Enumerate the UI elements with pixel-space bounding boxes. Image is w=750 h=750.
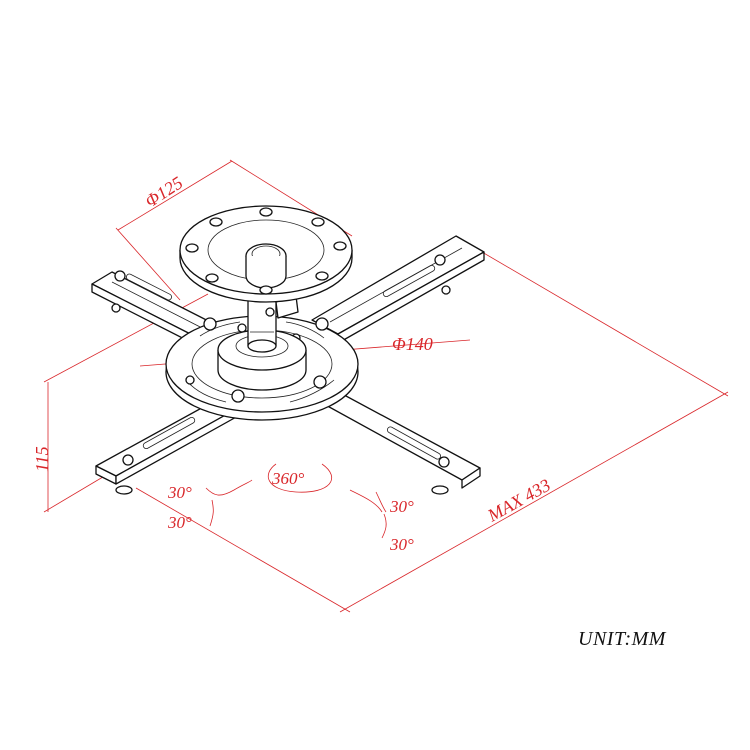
tilt-left-up-label: 30° xyxy=(167,483,192,502)
flange-diameter-label: Φ125 xyxy=(141,172,186,211)
height-label: 115 xyxy=(32,446,52,472)
unit-label: UNIT:MM xyxy=(578,628,666,650)
tilt-right-down-label: 30° xyxy=(389,535,414,554)
tilt-right-up-label: 30° xyxy=(389,497,414,516)
plate-diameter-label: Φ140 xyxy=(392,334,433,354)
dimension-lines xyxy=(43,159,729,613)
ceiling-flange xyxy=(179,205,353,303)
arm-upper-right xyxy=(311,235,485,343)
rotation-label: 360° xyxy=(271,469,305,488)
mount-assembly xyxy=(91,205,485,495)
tilt-left-down-label: 30° xyxy=(167,513,192,532)
max-length-label: MAX 433 xyxy=(483,475,553,526)
arm-lower-right xyxy=(301,381,481,495)
